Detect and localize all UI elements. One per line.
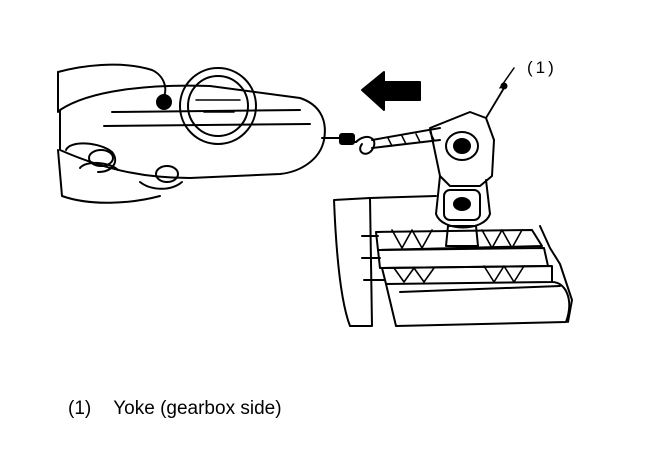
vise-icon — [333, 195, 573, 327]
hand-icon — [57, 63, 183, 204]
spring-hook-icon — [355, 127, 441, 155]
legend-marker: (1) — [68, 398, 92, 419]
callout-marker-1: (1) — [527, 58, 557, 77]
legend-label: Yoke (gearbox side) — [113, 398, 282, 419]
legend-item-1: (1) Yoke (gearbox side) — [68, 398, 282, 420]
push-pull-gauge-icon — [59, 67, 357, 179]
yoke-icon — [429, 67, 515, 247]
pull-direction-arrow-icon — [361, 71, 421, 111]
yoke-measurement-diagram — [57, 63, 573, 327]
